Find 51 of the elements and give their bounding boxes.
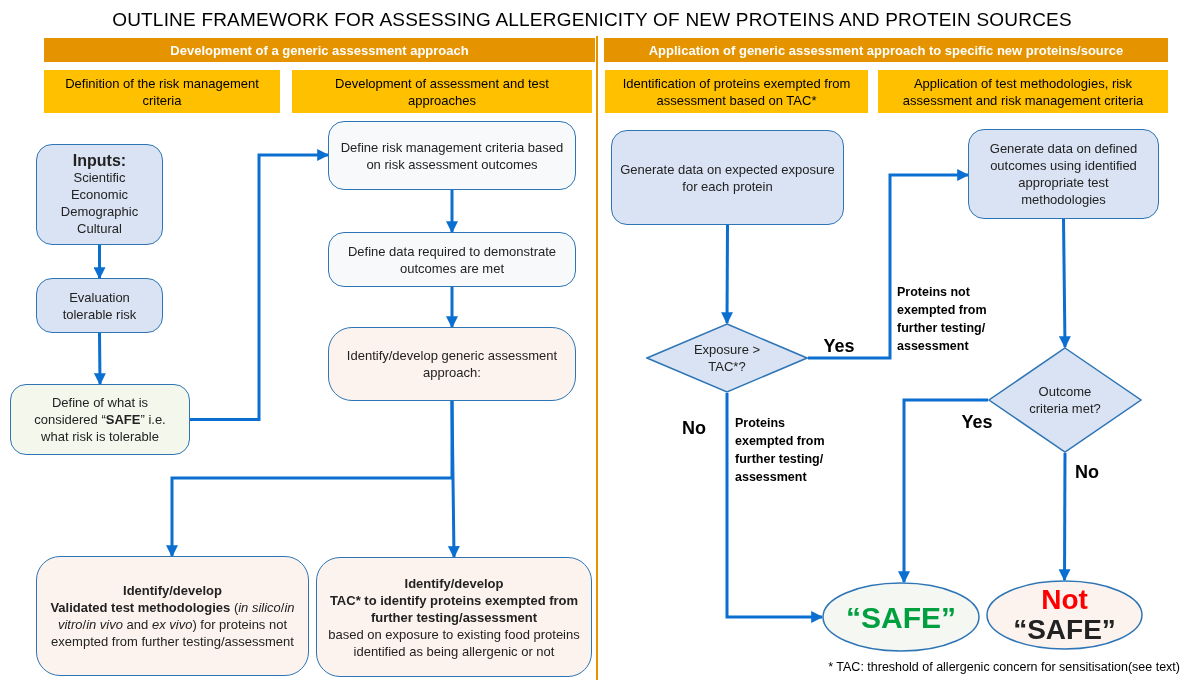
node-text: Define data required to demonstrate outcomes are met <box>346 242 558 277</box>
node-text: Identify/develop generic assessment approach: <box>345 347 559 381</box>
arrow <box>725 393 824 623</box>
diagram-title: OUTLINE FRAMEWORK FOR ASSESSING ALLERGENICITY OF NEW PROTEINS AND PROTEIN SOURCES <box>111 8 1073 32</box>
arrow <box>446 190 458 234</box>
arrow <box>1058 453 1071 582</box>
arrow <box>447 400 460 559</box>
column-header: Application of test methodologies, risk assessment and risk management criteria <box>878 70 1168 113</box>
process-box <box>968 129 1159 219</box>
node-text: based on exposure to existing food proteins identified as being allergenic or not <box>327 625 581 660</box>
process-box <box>10 384 190 455</box>
arrow <box>93 333 106 386</box>
process-box <box>328 327 576 401</box>
process-box <box>36 144 163 245</box>
node-text: “SAFE” <box>1013 615 1116 645</box>
node-text: Define of what is considered “SAFE” i.e. what risk is tolerable <box>33 394 167 445</box>
arrow <box>808 169 970 360</box>
section-banner: Application of generic assessment approach to specific new proteins/source <box>604 38 1168 62</box>
column-header: Identification of proteins exempted from assessment based on TAC* <box>605 70 868 113</box>
arrow <box>166 401 454 558</box>
node-text: Evaluation tolerable risk <box>61 288 138 323</box>
node-text: Exposure > TAC*? <box>692 341 762 375</box>
node-text: Outcome criteria met? <box>1028 383 1102 417</box>
arrow <box>93 245 106 280</box>
footnote: * TAC: threshold of allergenic concern for sensitisation(see text) <box>827 659 1181 676</box>
column-header: Development of assessment and test approaches <box>292 70 592 113</box>
arrow <box>898 398 988 584</box>
arrow <box>190 149 330 421</box>
arrow <box>721 225 734 325</box>
node-text: Identify/develop <box>123 582 222 599</box>
node-text: Define risk management criteria based on risk assessment outcomes <box>339 138 565 173</box>
node-text: Validated test methodologies (in silico/in vitro/in vivo and ex vivo) for proteins not exempted from further testing/assessment <box>49 599 296 650</box>
process-box <box>328 121 576 190</box>
annotation-text: Proteins exempted from further testing/ assessment <box>735 415 826 486</box>
process-box <box>36 556 309 676</box>
process-box <box>36 278 163 333</box>
arrow <box>1058 219 1071 349</box>
arrow <box>446 287 458 329</box>
node-text: “SAFE” <box>846 608 956 626</box>
node-text: Identify/develop <box>404 574 504 592</box>
node-text: Generate data on defined outcomes using identified appropriate test methodologies <box>988 140 1139 208</box>
section-banner: Development of a generic assessment approach <box>44 38 595 62</box>
node-text: Generate data on expected exposure for each protein <box>620 160 835 195</box>
node-text: Scientific Economic Demographic Cultural <box>59 169 140 237</box>
process-box <box>328 232 576 287</box>
annotation-text: Proteins not exempted from further testing/ assessment <box>897 284 988 355</box>
node-text: Not <box>1041 585 1088 615</box>
column-header: Definition of the risk management criteria <box>44 70 280 113</box>
process-box <box>611 130 844 225</box>
node-text: Inputs: <box>72 152 127 169</box>
process-box <box>316 557 592 677</box>
